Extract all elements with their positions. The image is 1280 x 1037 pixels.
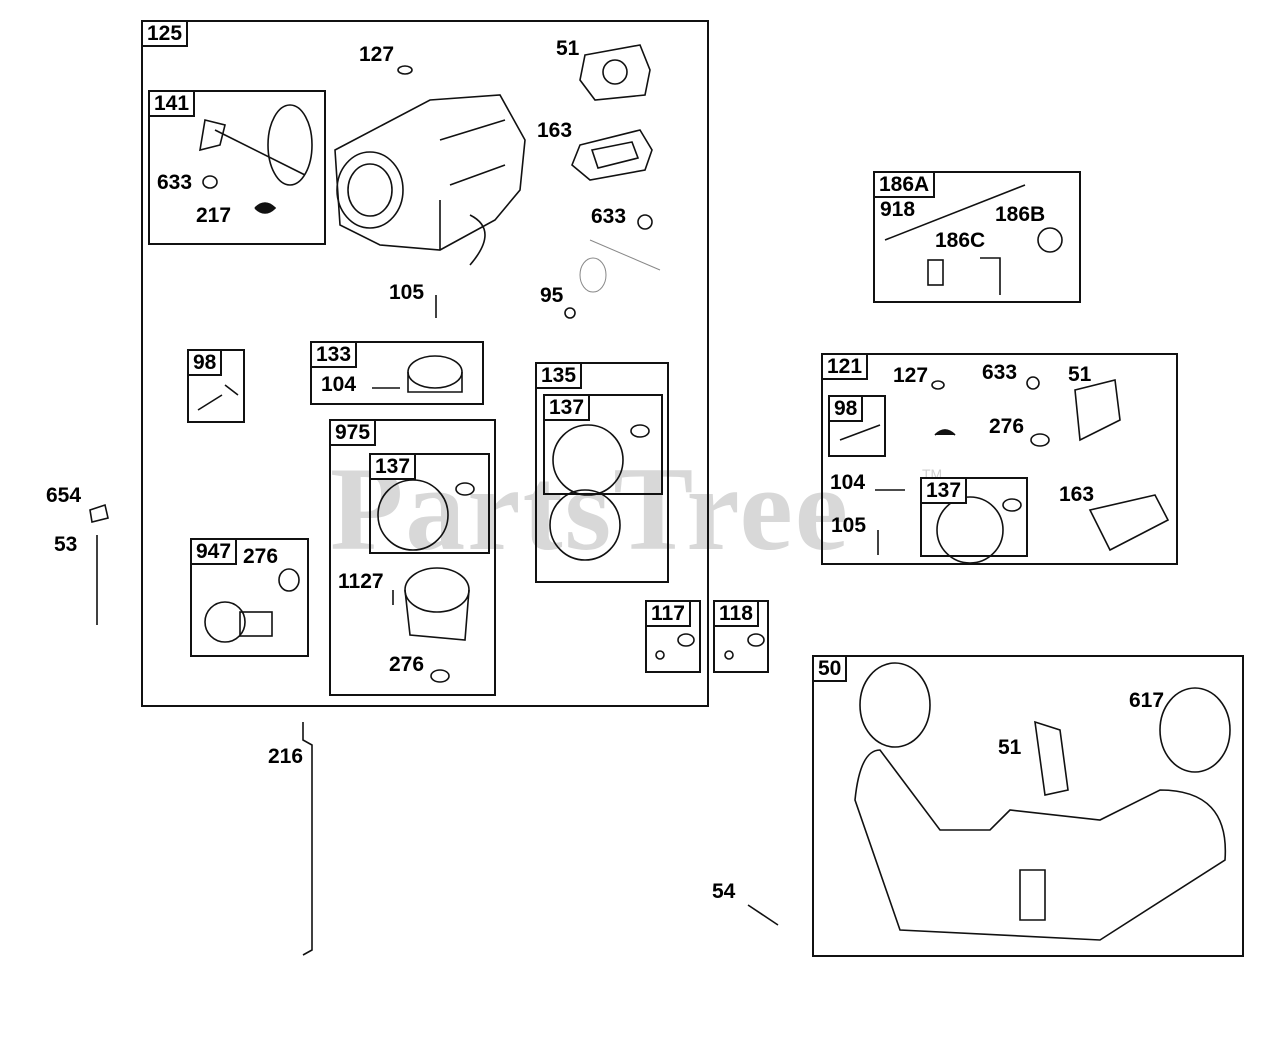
screw-117-drawing [655, 650, 665, 660]
solenoid-947-drawing [204, 568, 300, 643]
pump-body-drawing [549, 489, 621, 561]
part-label-633-b: 633 [591, 205, 627, 228]
fitting-186c-drawing [980, 257, 1001, 295]
part-label-633-c: 633 [982, 361, 1018, 384]
kit-box-135: 135 [535, 362, 669, 583]
gasket-163-drawing [571, 129, 653, 181]
part-label-633-a: 633 [157, 171, 193, 194]
part-label-95: 95 [540, 284, 564, 307]
nut-654-drawing [89, 503, 109, 523]
kit-number-98: 98 [189, 351, 223, 376]
kit-number-117: 117 [647, 602, 691, 627]
kit-number-186a: 186A [875, 173, 936, 198]
part-label-918: 918 [880, 198, 916, 221]
kit-box-137-a: 137 [369, 453, 490, 554]
part-label-104: 104 [321, 373, 357, 396]
link-rod-216-drawing [302, 722, 313, 956]
part-label-276-c: 276 [989, 415, 1025, 438]
part-label-654: 654 [46, 484, 82, 507]
kit-number-118: 118 [715, 602, 759, 627]
part-label-216: 216 [268, 745, 304, 768]
filter-186c-drawing [927, 259, 944, 286]
kit-box-947: 947 [190, 538, 309, 657]
part-label-53: 53 [54, 533, 78, 556]
part-label-617: 617 [1129, 689, 1165, 712]
kit-box-133: 133 [310, 341, 484, 405]
kit-box-141: 141 [148, 90, 326, 245]
kit-number-98-b: 98 [830, 397, 864, 422]
kit-number-137-b: 137 [545, 396, 591, 421]
kit-box-98: 98 [187, 349, 245, 423]
part-label-127: 127 [359, 43, 395, 66]
kit-number-135: 135 [537, 364, 583, 389]
screw-95-drawing [564, 307, 576, 319]
kit-number-121: 121 [823, 355, 869, 380]
kit-box-118: 118 [713, 600, 769, 673]
kit-box-121: 121 [821, 353, 1178, 565]
gasket-51b-drawing [1074, 379, 1121, 442]
part-label-276-b: 276 [389, 653, 425, 676]
kit-number-141: 141 [150, 92, 196, 117]
throttle-shaft-drawing [579, 214, 661, 293]
part-label-51-c: 51 [998, 736, 1022, 759]
part-label-51: 51 [556, 37, 580, 60]
part-label-104-b: 104 [830, 471, 866, 494]
kit-number-975: 975 [331, 421, 377, 446]
part-label-54: 54 [712, 880, 736, 903]
gasket-51-drawing [579, 44, 651, 101]
part-label-217: 217 [196, 204, 232, 227]
screw-118-drawing [724, 650, 734, 660]
part-label-163: 163 [537, 119, 573, 142]
part-label-163-b: 163 [1059, 483, 1095, 506]
part-label-276-a: 276 [243, 545, 279, 568]
kit-box-117: 117 [645, 600, 701, 673]
assembly-box-50: 50 [812, 655, 1244, 957]
part-label-186b: 186B [995, 203, 1046, 226]
kit-box-137-b: 137 [543, 394, 663, 495]
kit-box-137-c: 137 [920, 477, 1028, 557]
fitting-186b-drawing [1037, 227, 1063, 253]
hose-918-drawing [884, 184, 1026, 241]
kit-number-137-a: 137 [371, 455, 417, 480]
choke-shaft-drawing [199, 104, 313, 214]
o-ring-127-drawing [397, 65, 413, 75]
float-bowl-drawing [392, 567, 470, 683]
carburetor-body-drawing [334, 94, 526, 266]
kit-box-975: 975 [329, 419, 496, 696]
kit-box-98-b: 98 [828, 395, 886, 457]
diaphragm-137b-drawing [552, 424, 624, 496]
part-label-51-b: 51 [1068, 363, 1092, 386]
assembly-number-50: 50 [814, 657, 848, 682]
part-label-186c: 186C [935, 229, 986, 252]
assembly-box-125: 125 [141, 20, 709, 707]
assembly-number-125: 125 [143, 22, 189, 47]
part-label-1127: 1127 [338, 570, 384, 593]
kit-number-137-c: 137 [922, 479, 968, 504]
kit-number-133: 133 [312, 343, 358, 368]
part-label-127-b: 127 [893, 364, 929, 387]
part-label-105: 105 [389, 281, 425, 304]
bolt-54-drawing [747, 904, 779, 926]
part-label-105-b: 105 [831, 514, 867, 537]
spring-98b-drawing [839, 424, 881, 441]
kit-box-186a: 186A [873, 171, 1081, 303]
intake-manifold-drawing [854, 662, 1231, 941]
float-133-drawing [372, 355, 463, 393]
kit-number-947: 947 [192, 540, 238, 565]
spring-98-drawing [197, 384, 239, 411]
gasket-163b-drawing [1088, 494, 1170, 552]
diaphragm-137a-drawing [377, 479, 449, 551]
